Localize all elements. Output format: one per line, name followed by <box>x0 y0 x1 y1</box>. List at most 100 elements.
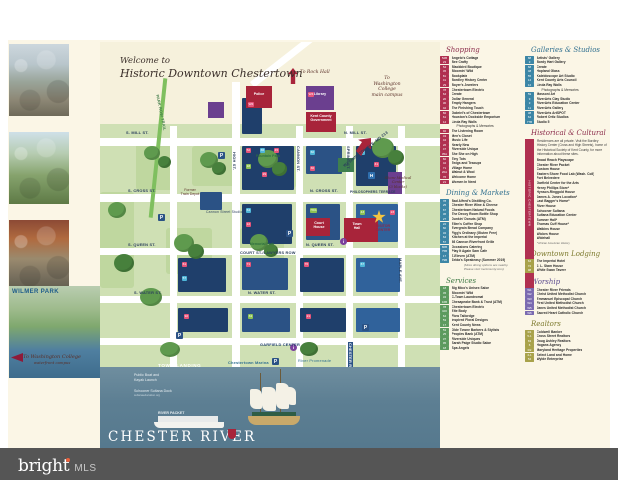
listing-row[interactable]: Thomas Cuff House* <box>537 222 607 227</box>
listing-row[interactable]: Watkins House <box>537 227 607 232</box>
listing-row[interactable]: Fort Belvedere <box>537 176 607 181</box>
listing-row[interactable]: Garfield Center for the Arts <box>537 181 607 186</box>
listing-row[interactable]: Broad Reach Playscape <box>537 158 607 163</box>
listing-row[interactable]: River House <box>537 204 607 209</box>
listing-row[interactable]: Custom House <box>537 167 607 172</box>
listing-row[interactable]: Wickes House <box>537 232 607 237</box>
listing-row[interactable]: Widehall <box>537 236 607 241</box>
listing-row[interactable]: Eastern Shore Food Lab (Wash. Coll) <box>537 172 607 177</box>
listing-row[interactable]: Photographs & Memories <box>452 124 522 129</box>
listing-row[interactable]: Photographs & Memories <box>537 88 607 93</box>
listing-row[interactable]: James A. Jones Location* <box>537 195 607 200</box>
listing-row[interactable]: Sultana Education Center <box>537 213 607 218</box>
listing-row[interactable]: Hynson-Ringgold House <box>537 190 607 195</box>
listing-row[interactable]: Henry Phillips Store* <box>537 186 607 191</box>
listing-row[interactable]: Chester River Packet <box>537 163 607 168</box>
listing-row[interactable]: Schooner Sultana <box>537 209 607 214</box>
listing-row[interactable]: Last Bagger's Home* <box>537 199 607 204</box>
listing-row[interactable]: Sumner Hall* <box>537 218 607 223</box>
